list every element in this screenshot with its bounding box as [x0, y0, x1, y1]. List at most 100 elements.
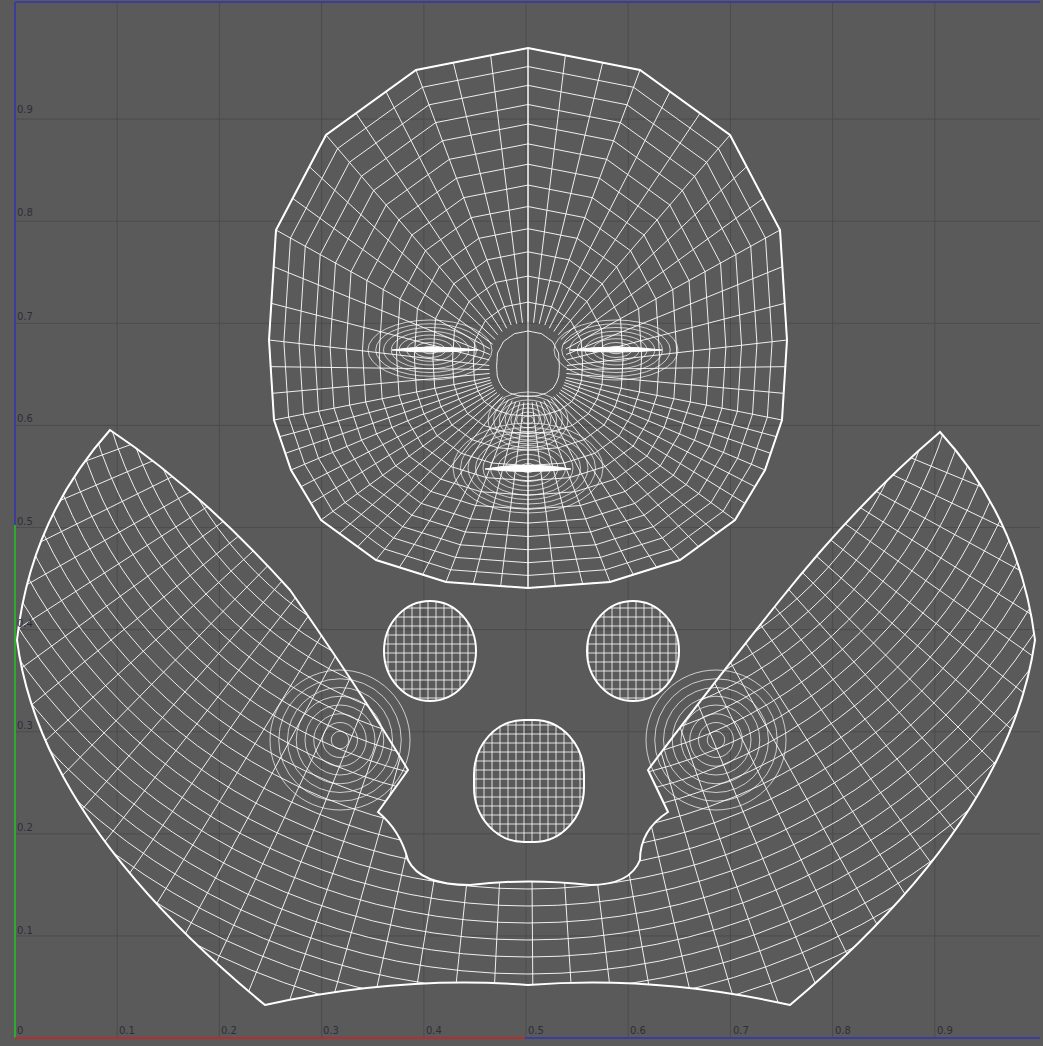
head-radial — [566, 267, 782, 355]
body-radial — [484, 300, 528, 1046]
head-mesh — [269, 48, 787, 588]
head-radial — [549, 92, 670, 329]
body-ring — [126, 0, 930, 702]
island-line — [628, 580, 629, 860]
mouth-loop — [453, 423, 603, 513]
island-line — [370, 761, 700, 762]
island-line — [500, 580, 501, 860]
shoulder-loop — [664, 688, 769, 793]
island-line — [474, 797, 584, 798]
grid-line — [934, 3, 935, 1038]
axis-tick-label: 0 — [17, 1025, 23, 1037]
mouth-loop — [476, 437, 581, 500]
island-line — [404, 580, 405, 860]
island-line — [370, 644, 700, 645]
island-line — [370, 599, 700, 600]
island-line — [628, 580, 629, 860]
shoulder-loop — [707, 731, 725, 749]
island-line — [412, 580, 413, 860]
island-line — [370, 797, 700, 798]
body-radial — [528, 300, 1043, 1032]
island-line — [428, 580, 429, 860]
island-line — [370, 716, 700, 717]
axis-tick-label: 0.4 — [426, 1025, 442, 1037]
head-radial — [269, 340, 489, 366]
head-radial — [309, 167, 495, 340]
island-line — [508, 580, 509, 860]
shoulder-loop — [288, 688, 393, 793]
head-radial — [399, 400, 508, 568]
island-line — [370, 761, 700, 762]
island-line — [370, 662, 700, 663]
body-radial — [0, 300, 528, 829]
head-radial — [274, 378, 490, 421]
island-line — [612, 580, 613, 860]
body-radial — [286, 300, 528, 1046]
head-radial — [291, 385, 492, 470]
island-line — [370, 752, 700, 753]
body-ring — [0, 0, 1043, 923]
shoulder-loop — [690, 714, 743, 767]
island-line — [436, 580, 437, 860]
island-line — [620, 580, 621, 860]
island-outline — [587, 601, 679, 701]
body-radial — [528, 300, 635, 1046]
island-line — [412, 580, 413, 860]
island-line — [444, 580, 445, 860]
island-line — [668, 580, 669, 860]
island-line — [580, 580, 581, 860]
body-ring — [7, 0, 1043, 821]
body-ring — [228, 0, 828, 600]
grid-line — [219, 3, 220, 1038]
head-radial — [272, 374, 489, 394]
body-radial — [238, 300, 528, 1046]
island-line — [474, 806, 584, 807]
body-radial — [0, 300, 528, 1009]
head-radial — [567, 303, 785, 360]
island-line — [572, 580, 573, 860]
head-radial — [566, 374, 783, 394]
island-line — [676, 580, 677, 860]
body-ring — [194, 0, 862, 634]
body-ring — [58, 0, 998, 770]
eye-loop — [554, 320, 678, 380]
island-line — [476, 580, 477, 860]
island-line — [370, 617, 700, 618]
grid-line — [730, 3, 731, 1038]
axis-tick-label: 0.8 — [17, 207, 33, 219]
island-line — [370, 617, 700, 618]
body-radial — [528, 300, 1043, 643]
head-radial — [293, 198, 493, 344]
axis-tick-label: 0.6 — [17, 413, 33, 425]
body-radial — [528, 300, 734, 1046]
island-line — [484, 720, 485, 842]
island-line — [370, 833, 700, 834]
head-radial — [491, 55, 523, 322]
body-radial — [528, 300, 1043, 689]
island-line — [370, 653, 700, 654]
body-ring — [0, 0, 1043, 889]
body-radial — [100, 300, 528, 1046]
eye-loop — [368, 320, 492, 380]
body-radial — [528, 300, 1043, 734]
head-radial — [561, 167, 747, 340]
island-line — [370, 824, 700, 825]
island-line — [474, 761, 584, 762]
island-line — [396, 580, 397, 860]
island-line — [476, 580, 477, 860]
nose-loop — [488, 392, 568, 448]
island-line — [370, 590, 700, 591]
body-radial — [528, 300, 782, 1046]
head-seam — [528, 48, 529, 588]
head-radial — [376, 399, 505, 561]
island-line — [370, 707, 700, 708]
head-radial — [326, 135, 498, 335]
head-radial — [539, 63, 602, 324]
axis-tick-label: 0.1 — [17, 925, 33, 937]
shoulder-loop — [672, 696, 760, 784]
grid-line — [117, 3, 118, 1038]
island-line — [474, 815, 584, 816]
body-radial — [528, 300, 1043, 1001]
island-line — [370, 599, 700, 600]
island-line — [370, 743, 700, 744]
